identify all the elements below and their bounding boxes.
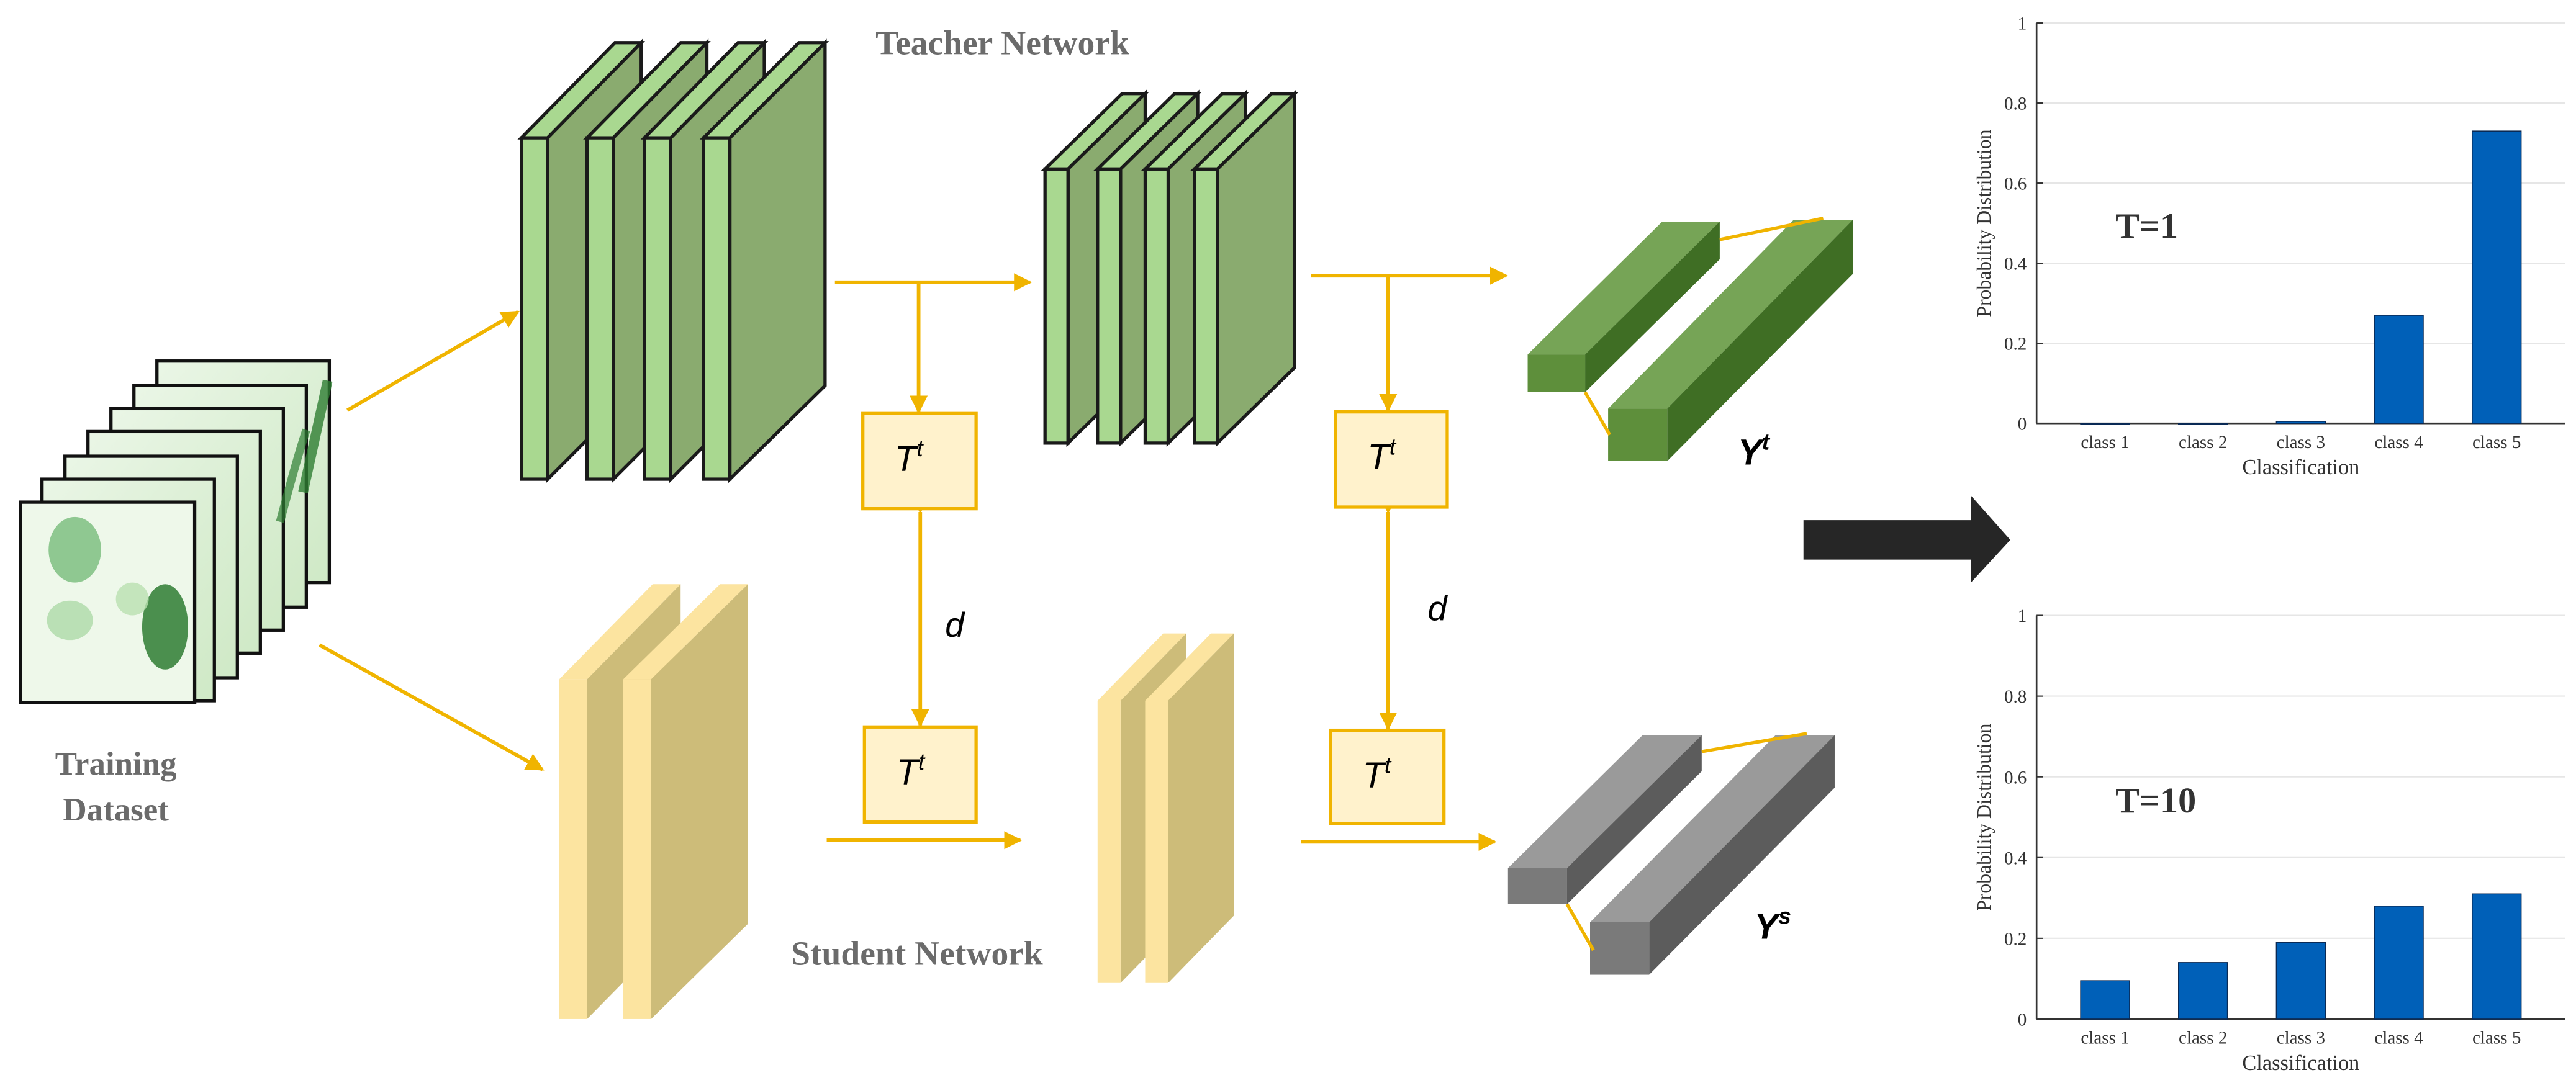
teacher-output-large-side <box>1667 220 1853 461</box>
svg-text:Tt: Tt <box>1362 752 1392 796</box>
temp-box-teacher-2: Tt <box>1334 410 1449 509</box>
student-output-connector <box>1565 903 1595 951</box>
y-tick-label: 1 <box>2018 14 2027 34</box>
distance-label-1: d <box>945 606 965 644</box>
x-tick-label: class 4 <box>2374 1028 2423 1048</box>
probability-chart-t10: 0 0.2 0.4 0.6 0.8 1 class 1 class 2 class 3 class… <box>1973 606 2565 1075</box>
y-tick-label: 0.4 <box>2004 848 2027 868</box>
training-label-line2: Dataset <box>63 792 169 828</box>
student-block-2 <box>1097 633 1234 983</box>
bar-3 <box>2275 942 2326 1020</box>
arrow-dataset-to-student <box>319 643 545 771</box>
bar-1 <box>2080 423 2130 425</box>
temp-box-student-2: Tt <box>1329 728 1446 825</box>
student-network-title: Student Network <box>791 935 1043 973</box>
bar-2 <box>2178 962 2228 1020</box>
student-output-large-front <box>1590 922 1650 975</box>
bar-2 <box>2178 423 2228 425</box>
x-tick-label: class 5 <box>2472 433 2521 452</box>
x-tick-label: class 2 <box>2179 433 2227 452</box>
y-tick-label: 0.2 <box>2004 929 2027 949</box>
x-tick-label: class 3 <box>2277 433 2325 452</box>
teacher-output-label: Yt <box>1738 428 1771 472</box>
student-output-cuboids <box>1507 732 1835 975</box>
y-tick-label: 0 <box>2018 1010 2027 1030</box>
teacher-output-large-front <box>1608 408 1668 461</box>
temp-box-teacher-1: Tt <box>861 411 978 511</box>
teacher-layer <box>699 38 829 483</box>
student-output-small-front <box>1507 868 1567 904</box>
student-layer <box>623 584 748 1019</box>
student-layer <box>1145 633 1234 983</box>
x-axis-label: Classification <box>2242 456 2359 479</box>
big-arrow-icon <box>1803 495 2010 583</box>
x-tick-label: class 1 <box>2081 1028 2129 1048</box>
y-tick-label: 0.8 <box>2004 687 2027 707</box>
bar-4 <box>2374 906 2424 1020</box>
y-tick-label: 0.4 <box>2004 254 2027 274</box>
student-output-large-side <box>1649 735 1835 975</box>
teacher-block-1 <box>517 38 829 483</box>
y-tick-label: 0.6 <box>2004 174 2027 194</box>
student-output-label: Ys <box>1754 903 1791 947</box>
student-output-small-top <box>1507 735 1702 868</box>
x-tick-label: class 5 <box>2472 1028 2521 1048</box>
svg-text:Tt: Tt <box>896 749 926 793</box>
y-axis-label: Probability Distribution <box>1973 129 1995 317</box>
y-tick-label: 0.6 <box>2004 768 2027 788</box>
teacher-output-cuboids <box>1527 217 1853 461</box>
teacher-output-small-top <box>1527 221 1720 355</box>
arrow-dataset-to-teacher <box>346 310 520 412</box>
training-label-line1: Training <box>55 746 177 782</box>
x-tick-label: class 4 <box>2374 433 2423 452</box>
teacher-output-small-front <box>1527 354 1586 392</box>
training-dataset-stack <box>19 359 333 704</box>
bar-5 <box>2471 130 2522 424</box>
student-output-connector <box>1701 732 1807 753</box>
svg-text:Tt: Tt <box>895 435 924 479</box>
teacher-layer <box>1190 89 1299 447</box>
flow-arrows <box>319 266 1509 851</box>
x-axis-label: Classification <box>2242 1051 2359 1075</box>
student-output-small-side <box>1566 735 1702 904</box>
bar-5 <box>2471 893 2522 1020</box>
x-tick-label: class 1 <box>2081 433 2129 452</box>
y-tick-label: 0.2 <box>2004 335 2027 354</box>
bar-4 <box>2374 315 2424 424</box>
temp-box-student-1: Tt <box>862 725 978 824</box>
teacher-output-large-top <box>1608 220 1853 409</box>
bar-3 <box>2275 421 2326 424</box>
probability-chart-t1: 0 0.2 0.4 0.6 0.8 1 class 1 class 2 class 3 class… <box>1973 14 2565 479</box>
temperature-annotation: T=10 <box>2115 780 2196 820</box>
y-axis-label: Probability Distribution <box>1973 723 1995 910</box>
svg-text:Tt: Tt <box>1367 433 1397 477</box>
teacher-block-2 <box>1041 89 1299 447</box>
y-tick-label: 0.8 <box>2004 94 2027 114</box>
y-tick-label: 1 <box>2018 606 2027 626</box>
temperature-annotation: T=1 <box>2115 205 2178 246</box>
dataset-image-front <box>19 500 197 704</box>
bar-1 <box>2080 980 2130 1020</box>
x-tick-label: class 2 <box>2179 1028 2227 1048</box>
teacher-network-title: Teacher Network <box>875 24 1129 62</box>
y-tick-label: 0 <box>2018 415 2027 434</box>
x-tick-label: class 3 <box>2277 1028 2325 1048</box>
teacher-output-connector <box>1719 217 1824 241</box>
student-output-large-top <box>1590 735 1835 922</box>
student-block-1 <box>559 584 748 1019</box>
teacher-output-connector <box>1583 391 1612 436</box>
teacher-output-small-side <box>1585 221 1720 392</box>
distance-label-2: d <box>1428 589 1448 627</box>
